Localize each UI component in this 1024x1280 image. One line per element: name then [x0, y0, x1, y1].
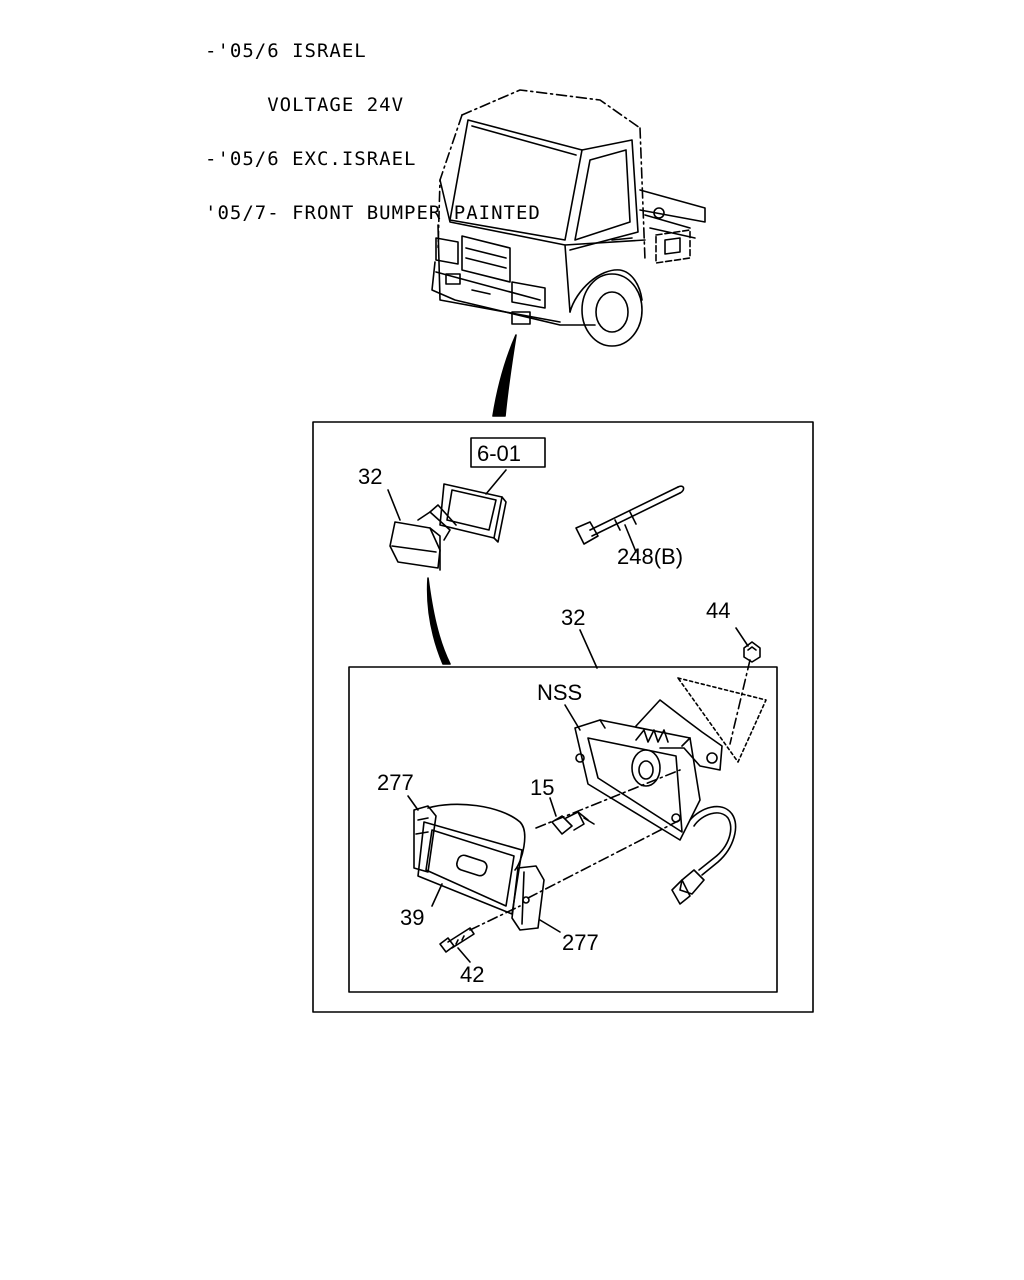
ref-box: [470, 437, 546, 468]
callout-32-mid: 32: [561, 605, 585, 630]
callout-39: 39: [400, 905, 424, 930]
header-line-2: VOLTAGE 24V: [205, 94, 405, 116]
inner-frame: [348, 666, 778, 993]
small-fog-lamp: [389, 504, 457, 571]
screw-42: [439, 927, 475, 953]
callout-277-right: 277: [562, 930, 599, 955]
header-notes: -'05/6 ISRAEL VOLTAGE 24V -'05/6 EXC.ISR…: [205, 6, 541, 240]
callout-42: 42: [460, 962, 484, 987]
lens-assembly: [413, 803, 545, 931]
pointer-arrow-truck: [492, 334, 517, 417]
nut-44: [735, 627, 761, 663]
callout-nss: NSS: [537, 680, 582, 705]
bezel-frame: [439, 469, 507, 543]
wire-harness: [575, 485, 685, 553]
bulb-15: [551, 811, 595, 835]
lamp-housing: [574, 699, 737, 905]
ref-box-label: 6-01: [477, 441, 521, 466]
callout-44: 44: [706, 598, 730, 623]
callout-15: 15: [530, 775, 554, 800]
outer-frame: [312, 421, 814, 1013]
callout-277-left: 277: [377, 770, 414, 795]
header-line-4: '05/7- FRONT BUMPER PAINTED: [205, 202, 541, 224]
truck-illustration: [431, 89, 706, 347]
header-line-1: -'05/6 ISRAEL: [205, 40, 367, 62]
callout-248b: 248(B): [617, 544, 683, 569]
header-line-3: -'05/6 EXC.ISRAEL: [205, 148, 417, 170]
pointer-arrow-lamp: [426, 577, 451, 665]
callout-32-top: 32: [358, 464, 382, 489]
